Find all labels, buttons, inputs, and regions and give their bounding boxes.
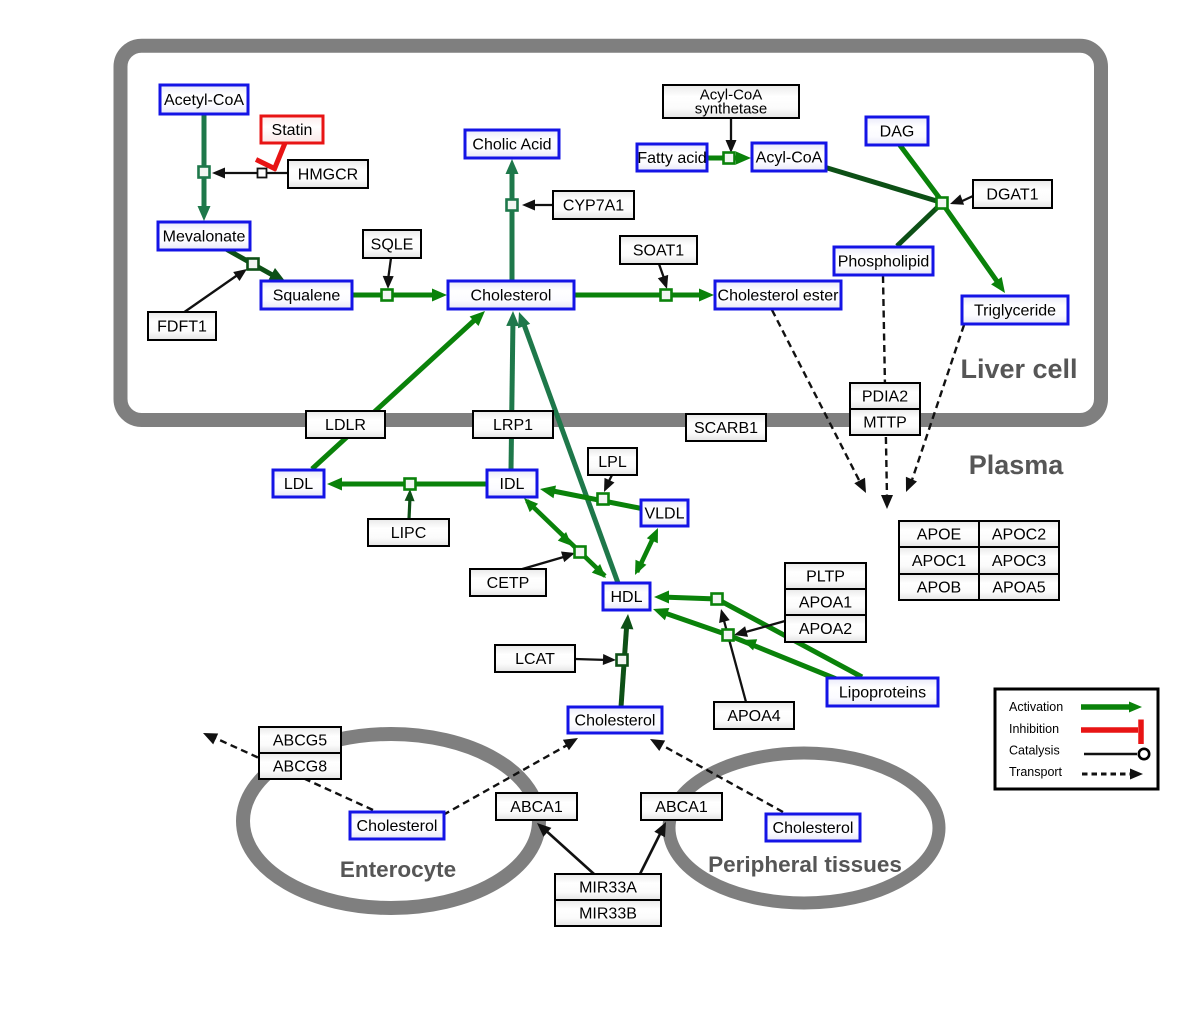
svg-text:ABCG8: ABCG8 [273,758,327,775]
svg-text:SQLE: SQLE [371,236,414,253]
svg-text:Acyl-CoA: Acyl-CoA [756,149,823,166]
svg-text:LDLR: LDLR [325,417,366,434]
svg-text:Fatty acid: Fatty acid [637,150,706,167]
svg-text:Peripheral tissues: Peripheral tissues [708,852,902,877]
svg-text:CYP7A1: CYP7A1 [563,197,624,214]
svg-text:DAG: DAG [880,123,915,140]
svg-text:CETP: CETP [487,575,530,592]
svg-text:APOA1: APOA1 [799,594,852,611]
svg-text:PLTP: PLTP [806,568,845,585]
svg-text:synthetase: synthetase [695,101,768,118]
svg-text:Triglyceride: Triglyceride [974,302,1056,319]
svg-text:Acetyl-CoA: Acetyl-CoA [164,92,244,109]
svg-text:LPL: LPL [598,454,627,471]
svg-text:Cholesterol: Cholesterol [773,820,854,837]
svg-text:Phospholipid: Phospholipid [838,253,930,270]
svg-text:Cholesterol: Cholesterol [575,712,656,729]
svg-text:FDFT1: FDFT1 [157,318,207,335]
svg-text:IDL: IDL [500,476,525,493]
svg-text:APOC1: APOC1 [912,553,966,570]
svg-text:Lipoproteins: Lipoproteins [839,684,926,701]
svg-text:Cholesterol: Cholesterol [357,818,438,835]
svg-text:LIPC: LIPC [391,525,427,542]
svg-text:MIR33B: MIR33B [579,905,637,922]
svg-text:DGAT1: DGAT1 [986,186,1038,203]
svg-text:Plasma: Plasma [969,450,1065,480]
svg-text:Activation: Activation [1009,700,1063,714]
svg-text:APOA4: APOA4 [727,708,780,725]
svg-text:Liver cell: Liver cell [960,354,1077,384]
svg-text:HMGCR: HMGCR [298,166,358,183]
svg-text:VLDL: VLDL [644,505,684,522]
svg-text:LCAT: LCAT [515,651,555,668]
svg-text:Catalysis: Catalysis [1009,744,1060,758]
svg-text:Transport: Transport [1009,765,1063,779]
svg-text:MIR33A: MIR33A [579,879,637,896]
svg-text:Cholesterol: Cholesterol [471,287,552,304]
svg-text:LDL: LDL [284,476,313,493]
svg-text:APOE: APOE [917,526,961,543]
svg-text:APOC3: APOC3 [992,553,1046,570]
svg-text:Cholic Acid: Cholic Acid [472,136,551,153]
svg-text:LRP1: LRP1 [493,417,533,434]
svg-text:ABCG5: ABCG5 [273,732,327,749]
svg-text:ABCA1: ABCA1 [510,799,563,816]
svg-text:Squalene: Squalene [273,287,341,304]
svg-text:Cholesterol ester: Cholesterol ester [718,287,840,304]
svg-text:APOB: APOB [917,579,961,596]
svg-text:Mevalonate: Mevalonate [163,228,246,245]
svg-text:APOC2: APOC2 [992,526,1046,543]
svg-text:MTTP: MTTP [863,414,907,431]
svg-text:ABCA1: ABCA1 [655,799,708,816]
svg-text:Statin: Statin [272,122,313,139]
svg-text:Enterocyte: Enterocyte [340,857,456,882]
svg-text:Acyl-CoA: Acyl-CoA [700,87,763,104]
svg-text:PDIA2: PDIA2 [862,388,908,405]
svg-text:SCARB1: SCARB1 [694,420,758,437]
svg-text:HDL: HDL [610,589,642,606]
svg-text:APOA5: APOA5 [992,579,1045,596]
svg-text:Inhibition: Inhibition [1009,722,1059,736]
svg-text:SOAT1: SOAT1 [633,242,684,259]
svg-text:APOA2: APOA2 [799,621,852,638]
